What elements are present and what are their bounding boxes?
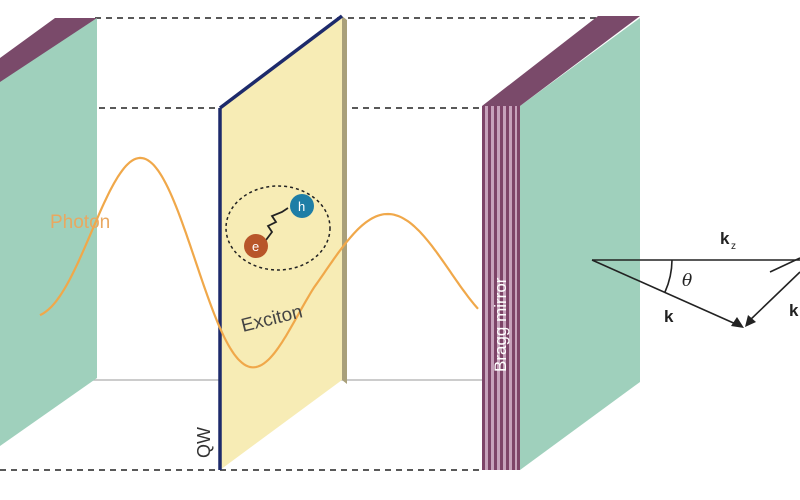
- k-partial-label: k: [789, 301, 799, 320]
- bragg-mirror: Bragg mirror: [482, 16, 640, 470]
- qw-side: [342, 16, 347, 384]
- left-mirror: [0, 18, 97, 446]
- hole-icon: [290, 194, 314, 218]
- k-vector-arrowhead: [731, 317, 744, 328]
- k-vector-line: [591, 259, 739, 326]
- theta-arc: [664, 259, 673, 293]
- k-parallel-line: [747, 271, 800, 323]
- theta-label: θ: [682, 271, 692, 291]
- wavevector-diagram: [591, 257, 800, 328]
- k-label: k: [664, 307, 674, 326]
- qw-face: [220, 16, 342, 470]
- bragg-mirror-label: Bragg mirror: [491, 277, 510, 372]
- kz-label: k: [720, 229, 730, 248]
- left-mirror-top-edge: [0, 18, 97, 82]
- qw-edge-top: [218, 14, 344, 110]
- photon-label: Photon: [50, 212, 110, 233]
- bragg-mirror-top: [482, 16, 640, 106]
- kz-small-segment: [769, 257, 800, 273]
- electron-label: e: [252, 239, 259, 254]
- electron-icon: [244, 234, 268, 258]
- kz-subscript: z: [731, 241, 736, 252]
- bragg-mirror-side-face: [520, 18, 640, 470]
- qw-label: QW: [194, 427, 214, 458]
- photon-wave: [39, 156, 479, 369]
- hole-label: h: [298, 199, 305, 214]
- exciton-dotted-ring: [225, 185, 331, 271]
- left-mirror-face: [0, 18, 97, 446]
- bragg-mirror-stripes: [482, 106, 520, 470]
- coulomb-spring-icon: [265, 207, 289, 241]
- k-parallel-arrowhead: [745, 315, 756, 327]
- quantum-well: [218, 14, 347, 470]
